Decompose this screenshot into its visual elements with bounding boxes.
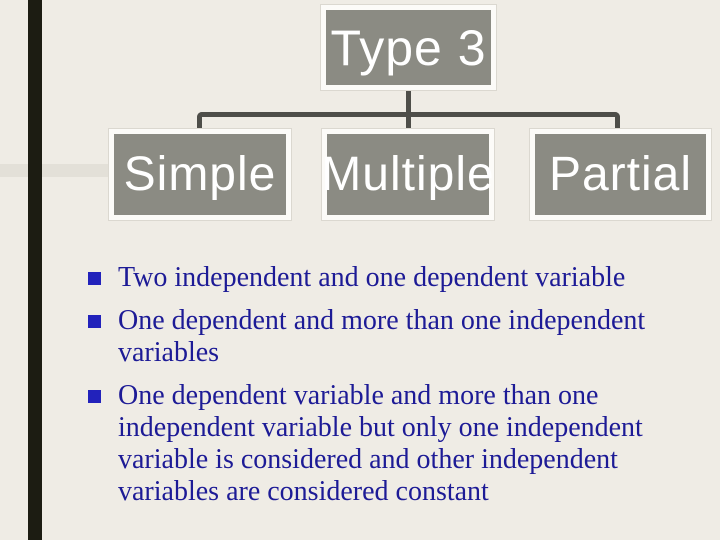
diagram-box-multiple: Multiple (321, 129, 495, 220)
left-accent-bar (28, 0, 42, 540)
bullet-text: One dependent variable and more than one… (118, 380, 643, 507)
diagram-box-partial: Partial (530, 129, 711, 220)
bullet-text: One dependent and more than one independ… (118, 305, 646, 368)
left-margin-band (0, 164, 109, 177)
square-bullet-icon (88, 315, 101, 328)
diagram-box-simple-label: Simple (123, 148, 277, 201)
list-item: One dependent and more than one independ… (88, 305, 673, 369)
diagram-box-multiple-label: Multiple (321, 148, 495, 201)
connector-root-stem (406, 90, 411, 115)
square-bullet-icon (88, 272, 101, 285)
diagram-box-type3: Type 3 (321, 5, 496, 90)
diagram-box-simple: Simple (109, 129, 291, 220)
diagram-box-type3-label: Type 3 (330, 19, 487, 76)
list-item: Two independent and one dependent variab… (88, 262, 673, 294)
connector-middle-drop (406, 113, 411, 131)
diagram-box-partial-label: Partial (548, 148, 693, 201)
list-item: One dependent variable and more than one… (88, 380, 673, 508)
bullet-text: Two independent and one dependent variab… (118, 262, 626, 293)
square-bullet-icon (88, 390, 101, 403)
